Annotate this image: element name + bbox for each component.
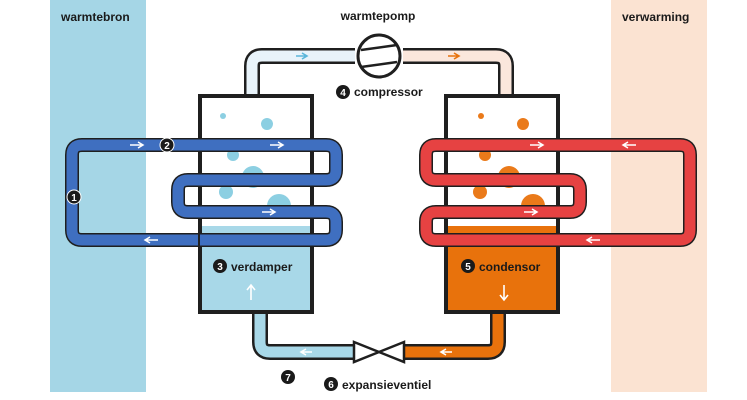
marker-7: 7 <box>281 370 295 384</box>
marker-5: 5 <box>461 259 475 273</box>
marker-4: 4 <box>336 85 350 99</box>
expansion-valve-icon <box>352 340 406 364</box>
bubble <box>219 185 233 199</box>
heatpump-label: warmtepomp <box>340 9 416 23</box>
arrow-bottom-right <box>439 348 452 356</box>
bubble <box>517 118 529 130</box>
svg-text:3: 3 <box>217 262 223 273</box>
evaporator-coil <box>171 138 343 247</box>
pipe-arrows <box>296 52 461 356</box>
marker-2: 2 <box>159 137 175 153</box>
svg-text:2: 2 <box>164 141 170 152</box>
svg-text:4: 4 <box>340 88 346 99</box>
condenser-down-arrow <box>499 285 509 302</box>
bubble <box>220 113 226 119</box>
svg-text:7: 7 <box>285 373 291 384</box>
arrow-top-left <box>296 52 309 60</box>
svg-text:1: 1 <box>71 193 77 204</box>
svg-text:5: 5 <box>465 262 471 273</box>
marker-3: 3 <box>213 259 227 273</box>
evaporator-label: verdamper <box>231 260 293 274</box>
source-label: warmtebron <box>60 10 130 24</box>
bubble <box>478 113 484 119</box>
condenser-vessel <box>444 94 560 314</box>
bubble <box>473 185 487 199</box>
condenser-coil <box>419 138 587 247</box>
source-band <box>50 0 146 392</box>
arrow-top-right <box>448 52 461 60</box>
bubble <box>261 118 273 130</box>
arrow-bottom-left <box>299 348 312 356</box>
marker-1: 1 <box>66 189 82 205</box>
condenser-label: condensor <box>479 260 541 274</box>
expansion-valve-label: expansieventiel <box>342 378 431 392</box>
evaporator-up-arrow <box>246 283 256 300</box>
refrigerant-pipe <box>244 48 514 360</box>
marker-6: 6 <box>324 377 338 391</box>
evaporator-vessel <box>198 94 314 314</box>
svg-text:6: 6 <box>328 380 334 391</box>
compressor-icon <box>356 33 402 79</box>
coil-arrows <box>130 141 636 244</box>
heating-label: verwarming <box>622 10 689 24</box>
heating-loop <box>566 138 697 247</box>
compressor-label: compressor <box>354 85 423 99</box>
